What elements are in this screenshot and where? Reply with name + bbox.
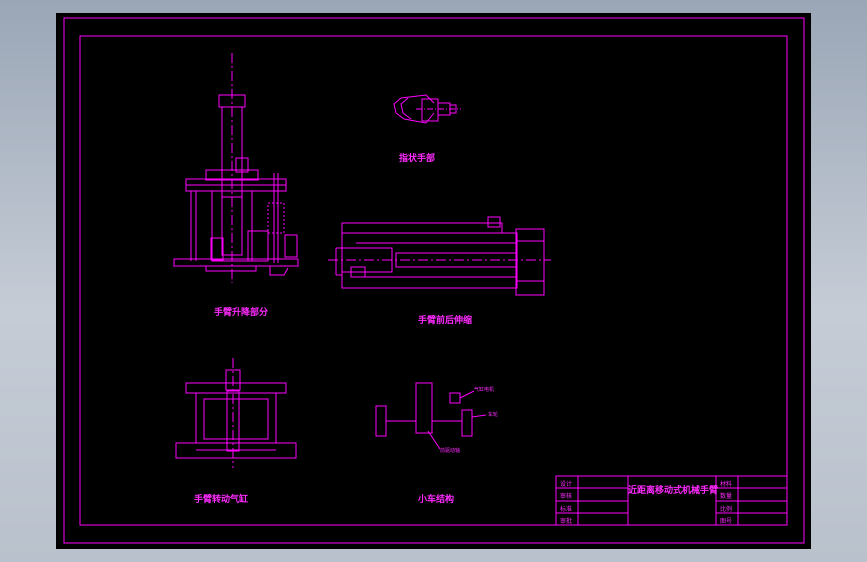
callout-axle: 前驱动轴: [440, 448, 461, 454]
view-label-lift: 手臂升降部分: [214, 308, 269, 318]
tb-check: 审核: [560, 493, 573, 500]
cad-drawing: [63, 17, 805, 544]
rotate-cylinder-assembly: [175, 358, 297, 468]
tb-drawing-no: 图号: [720, 518, 733, 525]
tb-design: 设计: [560, 481, 573, 488]
tb-material: 材料: [720, 481, 733, 488]
view-label-rotate: 手臂转动气缸: [194, 495, 249, 505]
callout-wheel: 车轮: [488, 412, 499, 418]
inner-border: [79, 35, 788, 526]
view-label-gripper: 指状手部: [399, 154, 436, 164]
callout-motor: 气缸电机: [474, 387, 495, 393]
outer-border: [63, 17, 805, 544]
title-block: [555, 475, 788, 526]
view-label-extend: 手臂前后伸缩: [418, 316, 473, 326]
drawing-title: 近距离移动式机械手臂: [628, 486, 719, 496]
tb-quantity: 数量: [720, 493, 733, 500]
view-label-cart: 小车结构: [418, 495, 455, 505]
tb-standard: 标准: [560, 506, 573, 513]
gripper-assembly: [393, 94, 461, 124]
extend-assembly: [328, 216, 551, 296]
tb-scale: 比例: [720, 506, 733, 513]
cart-assembly: [375, 382, 487, 450]
lift-assembly: [173, 53, 299, 283]
drawing-sheet: 指状手部 手臂升降部分 手臂前后伸缩 手臂转动气缸 小车结构 气缸电机 车轮 前…: [56, 13, 811, 549]
tb-approve: 审批: [560, 518, 573, 525]
